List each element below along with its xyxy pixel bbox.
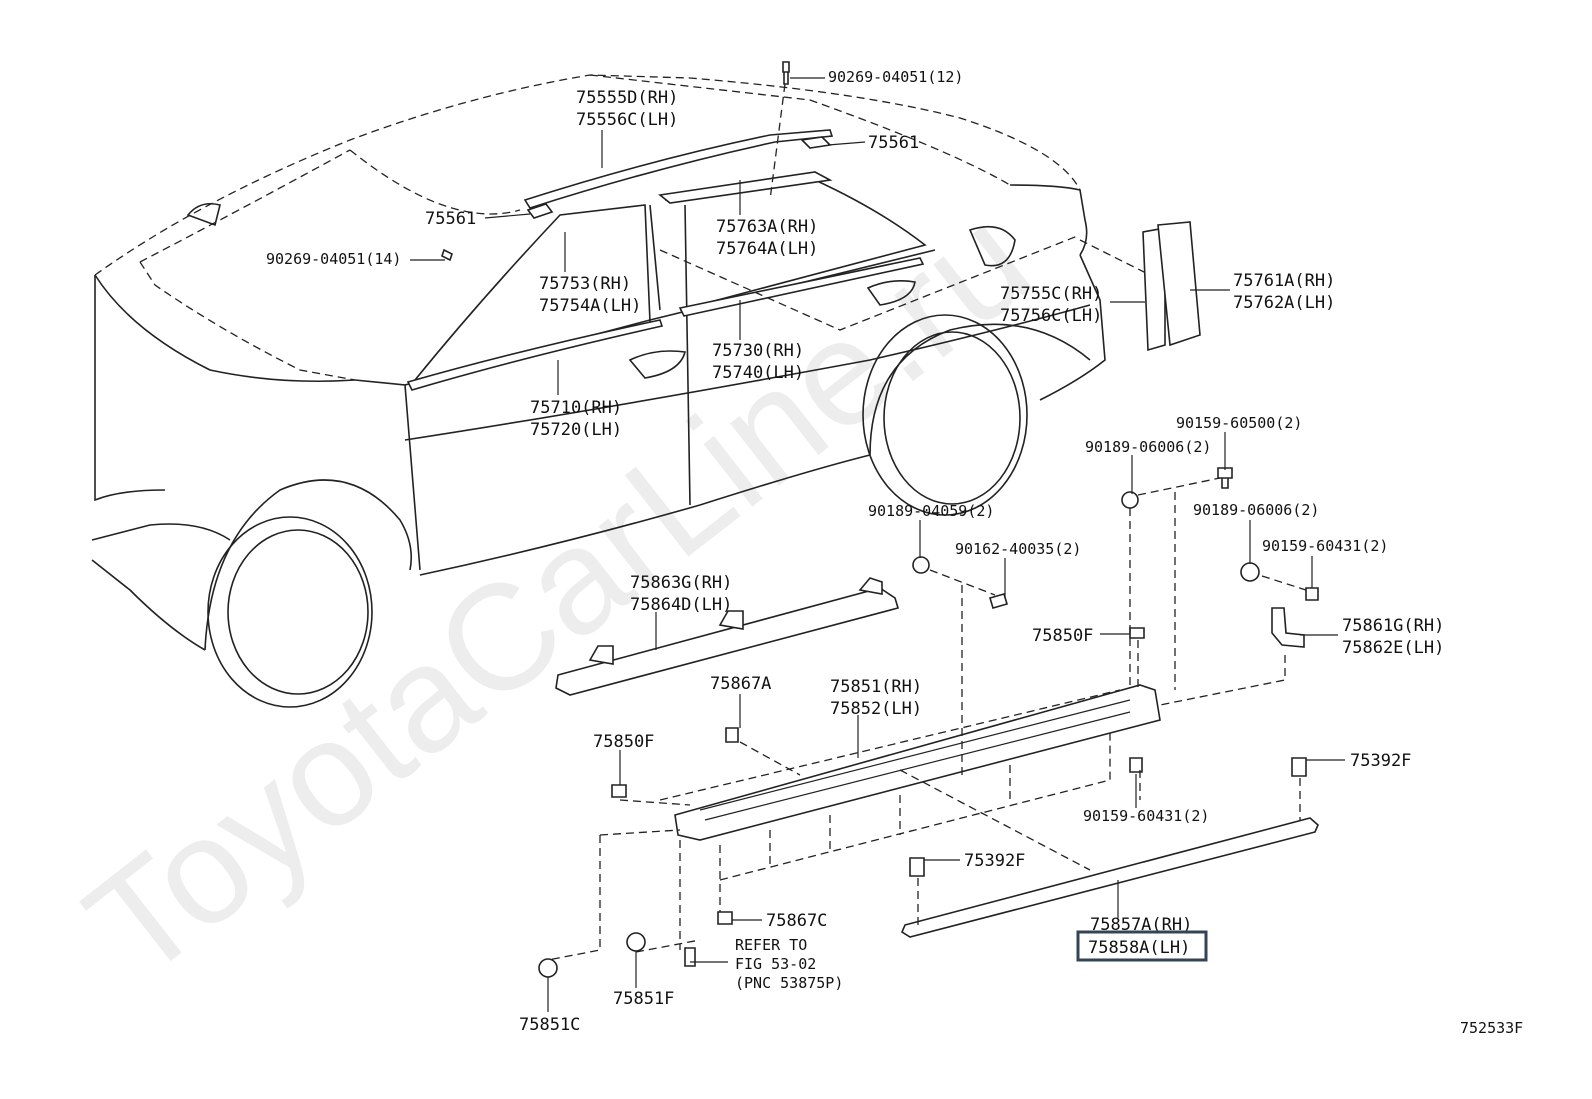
label-75761A: 75761A(RH)	[1233, 271, 1335, 291]
label-90269-04051-14: 90269-04051(14)	[266, 250, 401, 268]
bolt-ref-53875P	[684, 947, 696, 967]
clip-75867A	[725, 727, 739, 743]
label-75864D: 75864D(LH)	[630, 595, 732, 615]
label-75851: 75851(RH)	[830, 677, 922, 697]
label-75755C: 75755C(RH)	[1000, 284, 1102, 304]
bolt-90159-60500	[1217, 467, 1233, 489]
label-90189-06006-b: 90189-06006(2)	[1193, 501, 1319, 519]
nut-90189-04059	[912, 556, 930, 574]
fasteners	[538, 467, 1319, 978]
label-refer-pnc: (PNC 53875P)	[735, 974, 843, 992]
clip-75850F-left	[611, 784, 627, 798]
clip-75392F-left	[909, 857, 925, 877]
label-75850F-right: 75850F	[1032, 626, 1093, 646]
bolt-90159-60431-b	[1129, 757, 1143, 773]
label-75863G: 75863G(RH)	[630, 573, 732, 593]
highlight-box	[1076, 930, 1208, 962]
clip-75851F	[626, 932, 646, 952]
screw-90269-top	[782, 61, 790, 85]
label-75753: 75753(RH)	[539, 274, 631, 294]
label-75851C: 75851C	[519, 1015, 580, 1035]
screw-90162	[989, 593, 1008, 609]
rocker-parts	[555, 577, 1319, 938]
rocker-inner-tabs	[588, 577, 883, 665]
label-75392F-left: 75392F	[964, 851, 1025, 871]
label-90189-06006-a: 90189-06006(2)	[1085, 438, 1211, 456]
figure-code: 752533F	[1460, 1019, 1523, 1037]
label-90159-60500: 90159-60500(2)	[1176, 414, 1302, 432]
label-75756C: 75756C(LH)	[1000, 306, 1102, 326]
label-75764A: 75764A(LH)	[716, 239, 818, 259]
roof-drip-moulding	[523, 129, 834, 209]
label-75730: 75730(RH)	[712, 341, 804, 361]
nut-90189-b	[1240, 562, 1260, 582]
label-90269-04051-12: 90269-04051(12)	[828, 68, 963, 86]
rocker-panel-ribs	[699, 699, 1131, 821]
part-labels: 90269-04051(12) 75555D(RH) 75556C(LH) 75…	[266, 68, 1523, 1037]
label-75561-top: 75561	[868, 133, 919, 153]
label-75763A: 75763A(RH)	[716, 217, 818, 237]
clip-75392F-right	[1291, 757, 1307, 777]
bracket-75861G	[1271, 607, 1305, 648]
clip-75851C	[538, 958, 558, 978]
label-90162-40035: 90162-40035(2)	[955, 540, 1081, 558]
label-90159-60431-a: 90159-60431(2)	[1262, 537, 1388, 555]
label-75392F-right: 75392F	[1350, 751, 1411, 771]
front-belt-moulding	[406, 319, 664, 391]
screw-90269-left	[441, 248, 453, 262]
label-75867A: 75867A	[710, 674, 771, 694]
label-refer-to: REFER TO	[735, 936, 807, 954]
rocker-moulding-75857A	[900, 817, 1319, 938]
label-75740: 75740(LH)	[712, 363, 804, 383]
label-75862E: 75862E(LH)	[1342, 638, 1444, 658]
label-90159-60431-b: 90159-60431(2)	[1083, 807, 1209, 825]
upper-mouldings	[406, 61, 1201, 391]
car-body-outline	[91, 74, 1151, 708]
clip-75867C	[717, 911, 733, 925]
label-90189-04059: 90189-04059(2)	[868, 502, 994, 520]
label-75861G: 75861G(RH)	[1342, 616, 1444, 636]
label-75555D: 75555D(RH)	[576, 88, 678, 108]
label-75556C: 75556C(LH)	[576, 110, 678, 130]
leader-lines	[410, 77, 1345, 1012]
nut-90189-a	[1121, 491, 1139, 509]
label-75851F: 75851F	[613, 989, 674, 1009]
clip-75850F-right	[1129, 627, 1145, 639]
label-75857A: 75857A(RH)	[1090, 915, 1192, 935]
rear-door-frame-moulding	[658, 171, 833, 204]
label-75710: 75710(RH)	[530, 398, 622, 418]
clip-75561-top	[800, 136, 832, 149]
label-75850F-left: 75850F	[593, 732, 654, 752]
label-75561-left: 75561	[425, 209, 476, 229]
assembly-lines	[547, 83, 1307, 961]
label-75720: 75720(LH)	[530, 420, 622, 440]
pillar-garnish-b	[1157, 221, 1201, 347]
rear-belt-moulding	[678, 257, 925, 317]
bolt-90159-60431-a	[1305, 587, 1319, 601]
label-75762A: 75762A(LH)	[1233, 293, 1335, 313]
label-75852: 75852(LH)	[830, 699, 922, 719]
label-75858A: 75858A(LH)	[1088, 938, 1190, 958]
label-refer-fig: FIG 53-02	[735, 955, 816, 973]
clip-75561-left	[526, 203, 554, 219]
label-75754A: 75754A(LH)	[539, 296, 641, 316]
label-75867C: 75867C	[766, 911, 827, 931]
